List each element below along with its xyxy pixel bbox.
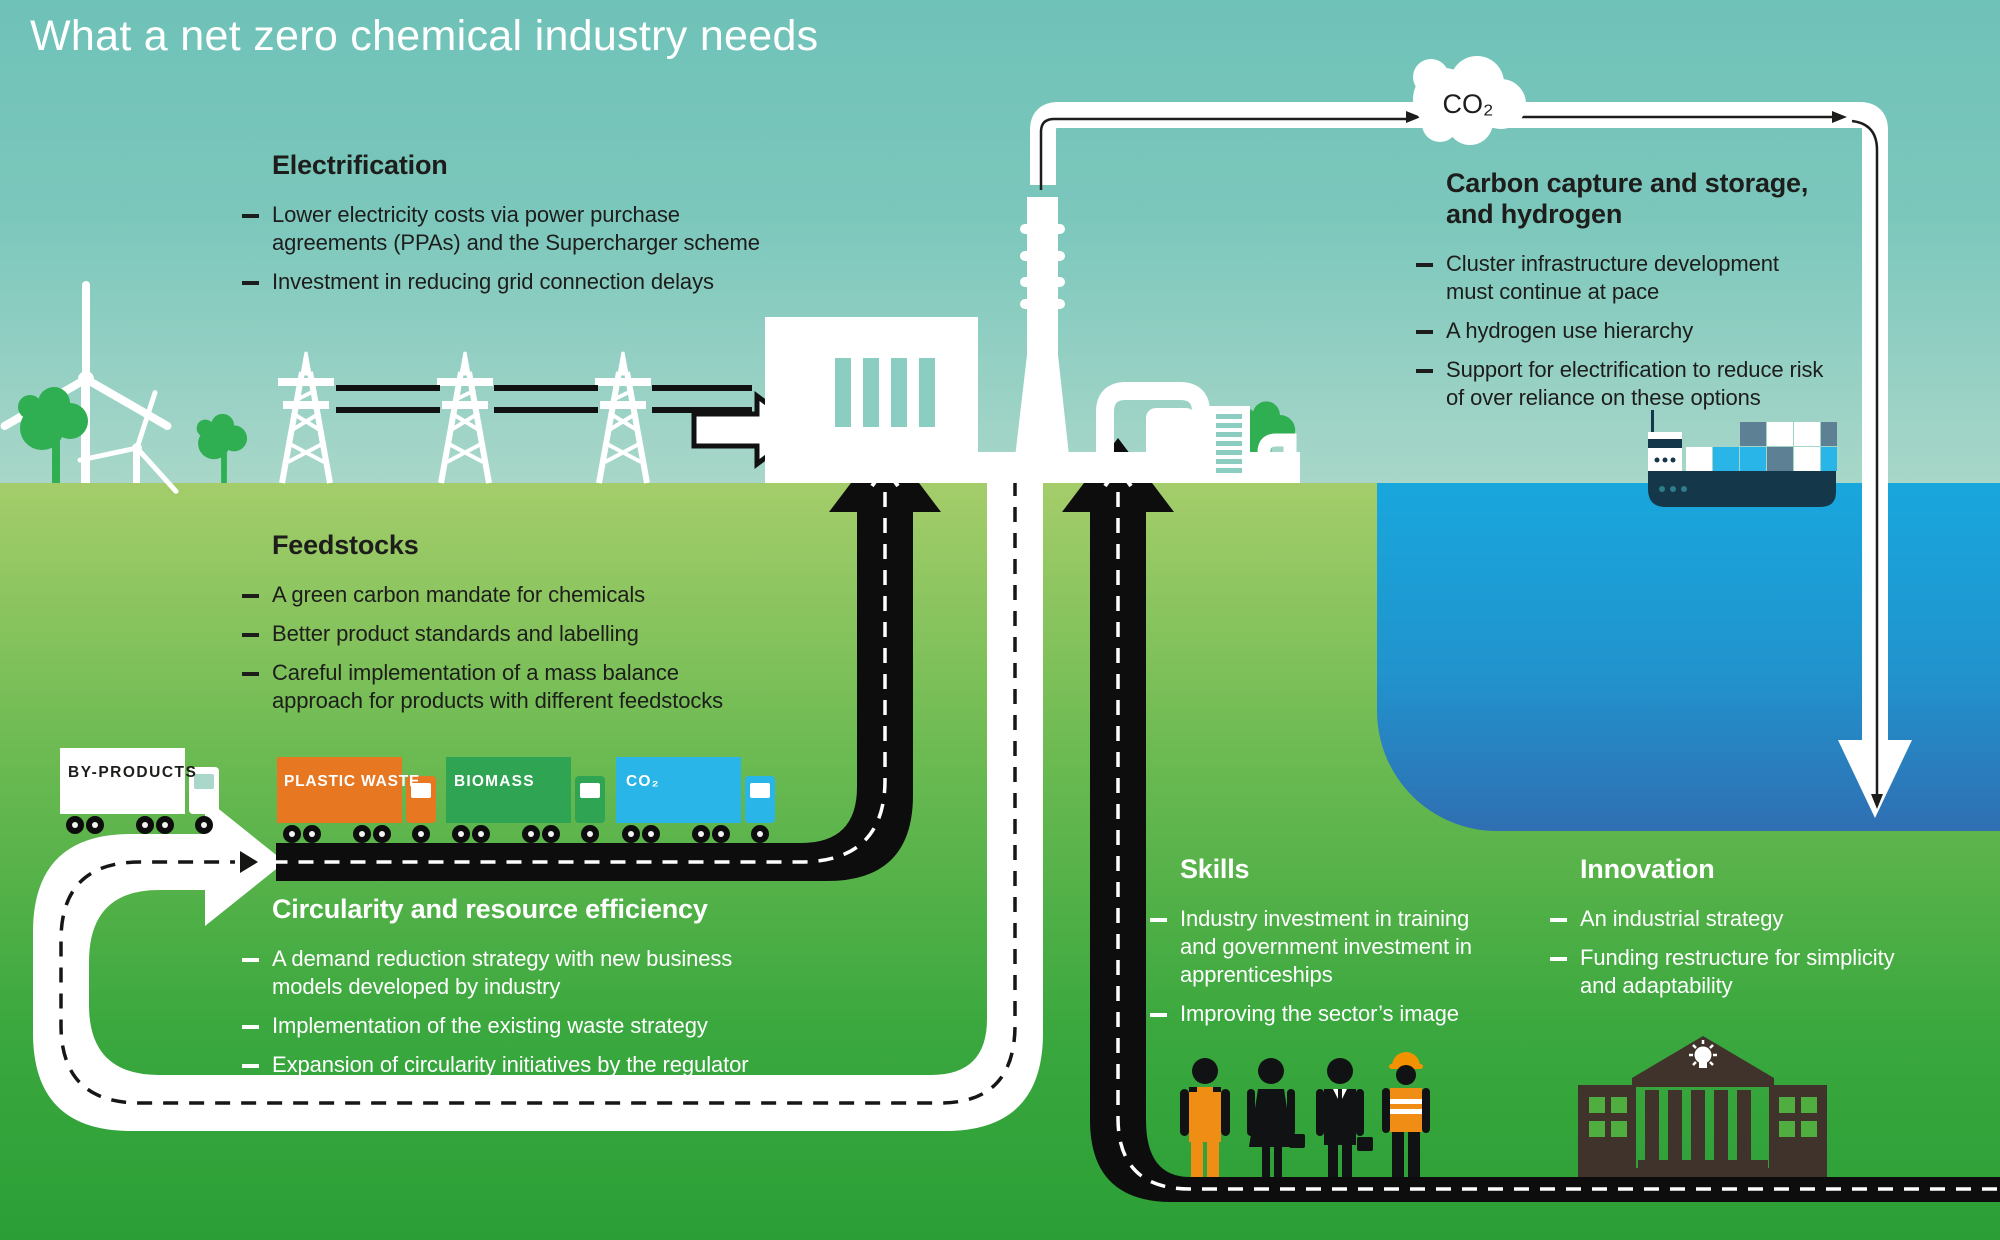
electrification-bullets: Lower electricity costs via power purcha… bbox=[242, 201, 772, 296]
section-innovation: Innovation An industrial strategy Fundin… bbox=[1550, 854, 1940, 1011]
tree-icon bbox=[18, 387, 88, 483]
power-pylon-icon bbox=[278, 352, 334, 483]
bullet-item: An industrial strategy bbox=[1550, 905, 1940, 933]
factory-windows bbox=[835, 358, 935, 427]
power-pylon-icon bbox=[437, 352, 493, 483]
feedstocks-bullets: A green carbon mandate for chemicals Bet… bbox=[242, 581, 792, 715]
bullet-item: A green carbon mandate for chemicals bbox=[242, 581, 792, 609]
electricity-cables bbox=[336, 385, 752, 413]
skills-heading: Skills bbox=[1180, 854, 1250, 884]
bullet-item: A demand reduction strategy with new bus… bbox=[242, 945, 832, 1001]
page-title: What a net zero chemical industry needs bbox=[30, 12, 819, 60]
bullet-item: Funding restructure for simplicity and a… bbox=[1550, 944, 1940, 1000]
section-skills: Skills Industry investment in training a… bbox=[1150, 854, 1480, 1039]
skills-bullets: Industry investment in training and gove… bbox=[1150, 905, 1480, 1028]
co2-cloud: CO₂ bbox=[1413, 56, 1526, 145]
truck-by-products: BY-PRODUCTS bbox=[60, 748, 219, 834]
feedstocks-heading: Feedstocks bbox=[272, 530, 419, 560]
section-carbon-capture: Carbon capture and storage, and hydrogen… bbox=[1416, 168, 1926, 423]
co2-cloud-label: CO₂ bbox=[1443, 89, 1494, 119]
section-feedstocks: Feedstocks A green carbon mandate for ch… bbox=[242, 530, 792, 726]
wind-turbine-icon bbox=[0, 281, 173, 483]
lightbulb-icon bbox=[1689, 1040, 1717, 1068]
carbon-capture-bullets: Cluster infrastructure development must … bbox=[1416, 250, 1926, 412]
bullet-item: Implementation of the existing waste str… bbox=[242, 1012, 832, 1040]
refinery-towers bbox=[1096, 382, 1297, 483]
person-worker-overalls bbox=[1180, 1058, 1230, 1177]
circularity-road bbox=[33, 455, 1043, 1131]
circularity-heading: Circularity and resource efficiency bbox=[272, 894, 708, 924]
carbon-capture-heading: Carbon capture and storage, and hydrogen bbox=[1446, 168, 1809, 229]
tree-icon bbox=[196, 413, 248, 483]
bullet-item: Careful implementation of a mass balance… bbox=[242, 659, 792, 715]
person-woman bbox=[1247, 1058, 1305, 1177]
bullet-item: A hydrogen use hierarchy bbox=[1416, 317, 1926, 345]
innovation-heading: Innovation bbox=[1580, 854, 1715, 884]
bullet-item: Expansion of circularity initiatives by … bbox=[242, 1051, 832, 1079]
electrification-heading: Electrification bbox=[272, 150, 448, 180]
truck-label: BIOMASS bbox=[454, 773, 535, 790]
person-worker-hivis bbox=[1382, 1052, 1430, 1177]
chimney bbox=[1012, 197, 1072, 483]
bullet-item: Investment in reducing grid connection d… bbox=[242, 268, 772, 296]
truck-plastic-waste: PLASTIC WASTE bbox=[277, 757, 436, 843]
innovation-bullets: An industrial strategy Funding restructu… bbox=[1550, 905, 1940, 1000]
section-electrification: Electrification Lower electricity costs … bbox=[242, 150, 772, 307]
factory bbox=[765, 197, 1300, 483]
truck-co2: CO₂ bbox=[616, 757, 775, 843]
institution-building bbox=[1578, 1036, 1827, 1177]
bullet-item: Support for electrification to reduce ri… bbox=[1416, 356, 1926, 412]
truck-label: BY-PRODUCTS bbox=[68, 764, 197, 781]
bullet-item: Cluster infrastructure development must … bbox=[1416, 250, 1926, 306]
bullet-item: Better product standards and labelling bbox=[242, 620, 792, 648]
bullet-item: Industry investment in training and gove… bbox=[1150, 905, 1480, 989]
cargo-ship-icon bbox=[1648, 410, 1837, 507]
truck-biomass: BIOMASS bbox=[446, 757, 605, 843]
truck-label: CO₂ bbox=[626, 773, 660, 790]
section-circularity: Circularity and resource efficiency A de… bbox=[242, 894, 832, 1090]
circularity-bullets: A demand reduction strategy with new bus… bbox=[242, 945, 832, 1079]
truck-label: PLASTIC WASTE bbox=[284, 773, 420, 790]
power-pylon-icon bbox=[595, 352, 651, 483]
wind-turbine-small-icon bbox=[75, 373, 207, 496]
sky-background bbox=[0, 0, 2000, 483]
bullet-item: Improving the sector’s image bbox=[1150, 1000, 1480, 1028]
person-businessman bbox=[1316, 1058, 1373, 1177]
bullet-item: Lower electricity costs via power purcha… bbox=[242, 201, 772, 257]
ship-containers bbox=[1686, 422, 1837, 471]
